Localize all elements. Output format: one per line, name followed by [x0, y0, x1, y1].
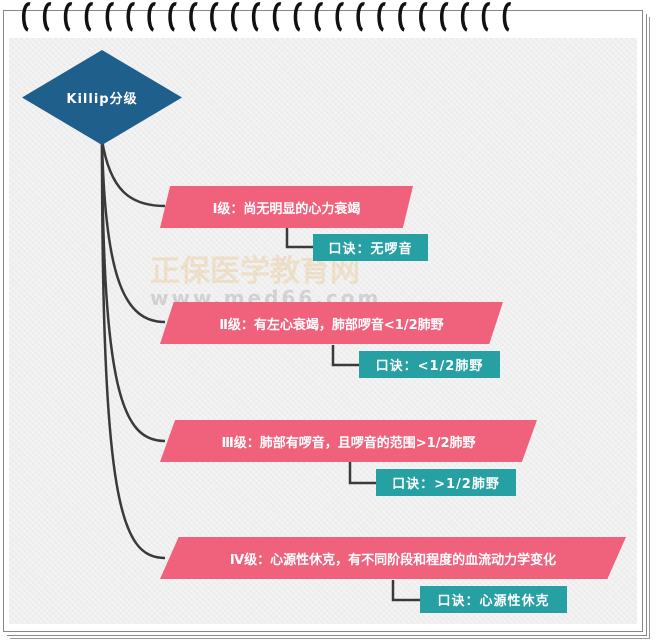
grade-3-tip: 口诀：>1/2肺野 — [376, 469, 516, 496]
binding-ring — [314, 2, 324, 32]
grade-3-box: Ⅲ级：肺部有啰音，且啰音的范围>1/2肺野 — [160, 420, 537, 462]
binding-ring — [251, 2, 261, 32]
root-label: Killip分级 — [66, 92, 138, 107]
binding-ring — [502, 2, 512, 32]
binding-ring — [63, 2, 73, 32]
binding-ring — [419, 2, 428, 32]
root-diamond — [22, 50, 182, 145]
binding-ring — [293, 2, 303, 32]
binding-ring — [189, 2, 198, 32]
grade-2-box: Ⅱ级：有左心衰竭，肺部啰音<1/2肺野 — [160, 302, 503, 344]
connector-3 — [100, 139, 166, 443]
tip-connector-3 — [348, 462, 376, 485]
binding-ring — [481, 2, 491, 32]
binding-ring — [398, 2, 407, 32]
binding-ring — [105, 2, 115, 32]
grade-2-tip: 口诀：<1/2肺野 — [359, 351, 500, 378]
spiral-binding — [22, 2, 512, 32]
binding-ring — [42, 2, 52, 32]
binding-ring — [147, 2, 156, 32]
tip-connector-4 — [391, 580, 420, 602]
grade-4-tip: 口诀：心源性休克 — [420, 586, 567, 613]
binding-ring — [460, 2, 470, 32]
tip-connector-1 — [285, 228, 313, 249]
connector-1 — [100, 139, 166, 208]
connector-4 — [100, 139, 166, 560]
binding-ring — [377, 2, 386, 32]
grade-1-tip: 口诀：无啰音 — [313, 234, 428, 261]
binding-ring — [168, 2, 177, 32]
binding-ring — [231, 2, 240, 32]
binding-ring — [22, 2, 31, 32]
grade-4-box: Ⅳ级：心源性休克，有不同阶段和程度的血流动力学变化 — [160, 537, 626, 579]
binding-ring — [335, 2, 344, 32]
connector-2 — [100, 139, 166, 324]
grade-1-box: Ⅰ级：尚无明显的心力衰竭 — [160, 186, 413, 228]
binding-ring — [126, 2, 135, 32]
binding-ring — [84, 2, 94, 32]
tip-connector-2 — [331, 345, 359, 367]
binding-ring — [272, 2, 282, 32]
binding-ring — [440, 2, 449, 32]
binding-ring — [356, 2, 365, 32]
binding-ring — [210, 2, 219, 32]
